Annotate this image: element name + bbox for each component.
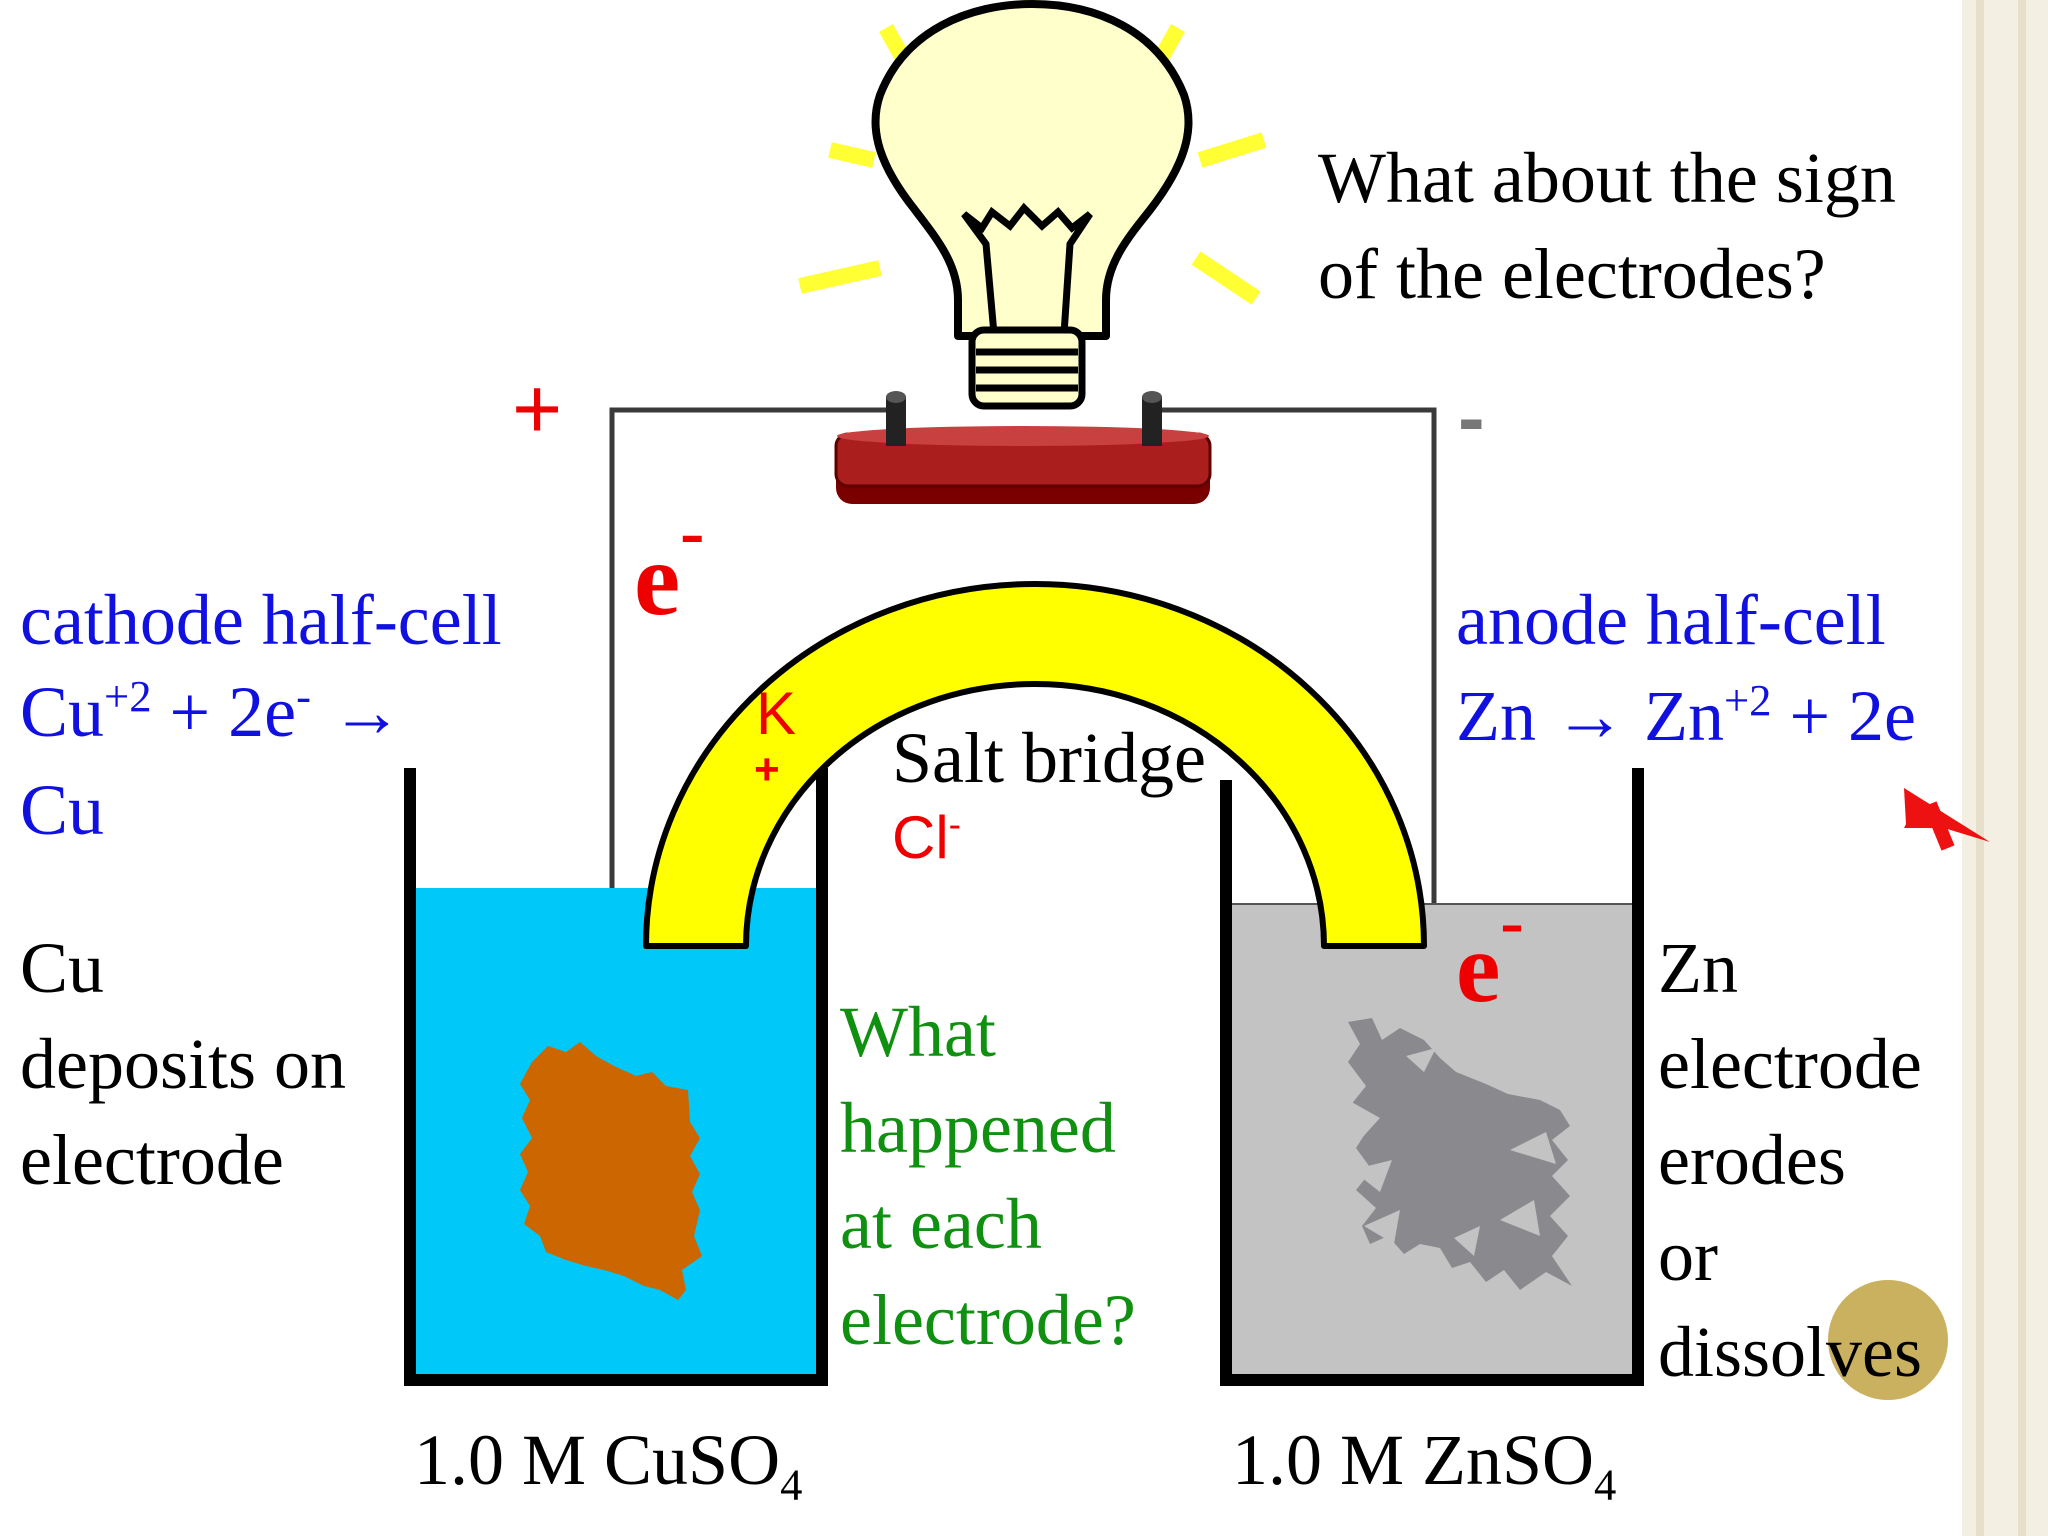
beaker-znso4 <box>1220 768 1644 1386</box>
cathode-note-line: electrode <box>20 1120 284 1200</box>
electrode-question-line: happened <box>840 1088 1116 1168</box>
slide-border-right <box>1962 0 2048 1536</box>
external-wire <box>609 407 1437 1066</box>
electrode-question-line: electrode? <box>840 1280 1136 1360</box>
anode-note-line: Zn <box>1658 928 1738 1008</box>
negative-terminal-sign: - <box>1458 373 1485 462</box>
cathode-note: Cu deposits on electrode <box>20 920 346 1208</box>
anode-note-line: dissolves <box>1658 1312 1923 1392</box>
znso4-label: 1.0 M ZnSO4 <box>1232 1420 1617 1510</box>
sign-question-line: What about the sign <box>1318 138 1896 218</box>
filament <box>961 202 1093 335</box>
cuso4-label: 1.0 M CuSO4 <box>414 1420 803 1510</box>
positive-terminal-sign: + <box>512 361 563 457</box>
cathode-equation-product: Cu <box>20 770 105 850</box>
electron-arrow-icon <box>1904 788 1990 851</box>
cathode-title: cathode half-cell <box>20 580 502 660</box>
anode-note-line: or <box>1658 1216 1718 1296</box>
anode-note: Zn electrode erodes or dissolves <box>1658 920 1922 1400</box>
bulb-socket-base <box>834 426 1212 504</box>
copper-electrode <box>520 1042 702 1300</box>
salt-bridge <box>643 581 1427 949</box>
sign-question-line: of the electrodes? <box>1318 234 1826 314</box>
salt-bridge-label: Salt bridge <box>892 718 1206 798</box>
anode-note-line: electrode <box>1658 1024 1922 1104</box>
light-bulb <box>871 0 1193 410</box>
highlight-circle <box>1828 1280 1948 1400</box>
electrode-question-line: What <box>840 992 996 1072</box>
beaker-cuso4 <box>404 768 828 1386</box>
bulb-terminals <box>886 391 1162 446</box>
electron-label-cathode: e- <box>634 491 705 637</box>
cation-label: K <box>756 680 797 747</box>
sign-question: What about the sign of the electrodes? <box>1318 130 1896 322</box>
cathode-equation: Cu+2 + 2e- → <box>20 671 403 752</box>
zinc-erosion-pits <box>1348 1048 1556 1256</box>
electrode-question-line: at each <box>840 1184 1042 1264</box>
anode-title: anode half-cell <box>1456 580 1886 660</box>
anion-label: Cl- <box>892 803 962 871</box>
cathode-note-line: Cu <box>20 928 105 1008</box>
electrode-question: What happened at each electrode? <box>840 984 1136 1368</box>
cathode-note-line: deposits on <box>20 1024 347 1104</box>
anode-note-line: erodes <box>1658 1120 1846 1200</box>
anode-equation: Zn → Zn+2 + 2e <box>1456 675 1917 756</box>
electron-label-anode: e- <box>1456 883 1524 1023</box>
cation-charge: + <box>754 745 780 794</box>
